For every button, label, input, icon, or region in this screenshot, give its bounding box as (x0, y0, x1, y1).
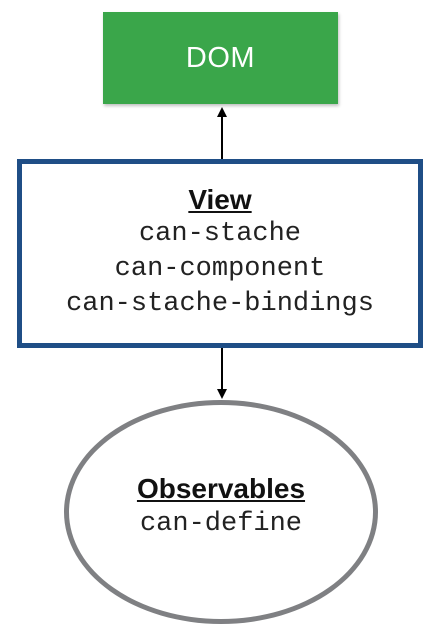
view-item-can-stache: can-stache (138, 219, 302, 249)
dom-node: DOM (103, 12, 338, 104)
observables-node: Observables can-define (64, 400, 378, 624)
observables-item-can-define: can-define (139, 509, 303, 539)
view-item-can-component: can-component (114, 254, 326, 284)
view-node: View can-stache can-component can-stache… (17, 159, 423, 348)
dom-label: DOM (185, 41, 256, 74)
observables-title: Observables (136, 473, 306, 504)
view-item-can-stache-bindings: can-stache-bindings (66, 289, 374, 319)
view-title: View (188, 184, 252, 215)
